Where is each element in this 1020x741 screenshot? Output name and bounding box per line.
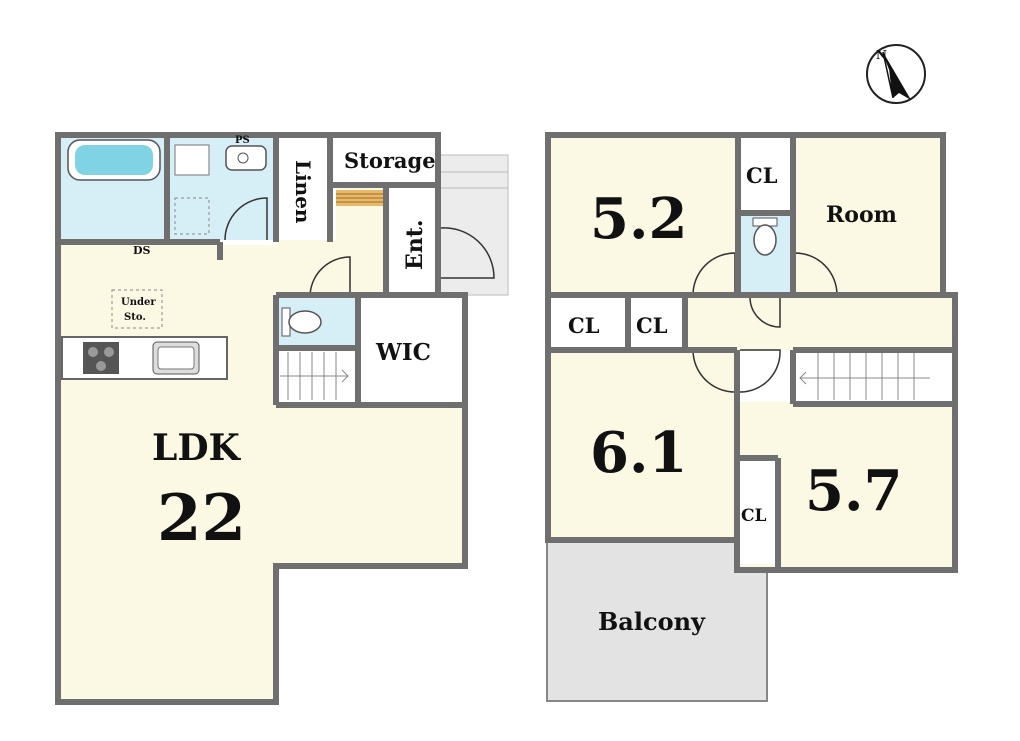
ds-label: DS xyxy=(133,244,151,257)
room-52-label: 5.2 xyxy=(590,186,687,252)
closet-left-label: CL xyxy=(568,313,600,338)
washer-space xyxy=(174,144,210,176)
room-right-floor xyxy=(793,135,943,295)
room-57-label: 5.7 xyxy=(805,458,902,524)
room-61-label: 6.1 xyxy=(590,420,687,486)
wic-label: WIC xyxy=(375,339,431,366)
second-floor: 5.2 CL Room CL CL 6.1 5.7 CL Balcony xyxy=(545,132,958,702)
stove-icon xyxy=(83,342,119,374)
kitchen-counter xyxy=(61,336,228,380)
linen-label: Linen xyxy=(291,160,315,224)
ldk-size-label: 22 xyxy=(157,481,246,556)
walls-second-floor xyxy=(545,132,958,573)
walls-first-floor xyxy=(55,132,468,705)
step-icon xyxy=(336,190,384,206)
closet-top-label: CL xyxy=(746,163,778,188)
first-floor: PS DS Linen Storage Ent. WIC Under Sto. … xyxy=(55,132,509,705)
ldk-label: LDK xyxy=(152,427,242,469)
compass-icon: N xyxy=(866,44,926,104)
storage-floor xyxy=(333,135,438,185)
entrance-porch xyxy=(439,154,509,296)
room-61-floor xyxy=(548,350,737,540)
storage-label: Storage xyxy=(344,148,436,173)
closet-mid-floor xyxy=(630,297,684,349)
balcony-floor xyxy=(546,540,768,702)
sink-icon xyxy=(225,145,267,171)
entrance-floor xyxy=(388,185,438,293)
door-swing-icon xyxy=(692,252,838,393)
stairs-icon xyxy=(278,350,356,402)
under-storage-box xyxy=(111,289,163,329)
entrance-label: Ent. xyxy=(402,219,428,270)
closet-bottom-floor xyxy=(740,458,776,564)
closet-left-floor xyxy=(548,297,628,349)
door-swing-icon xyxy=(224,197,495,298)
compass-north-label: N xyxy=(876,48,887,62)
toilet-icon xyxy=(281,307,322,337)
room-label: Room xyxy=(826,202,897,228)
wic-floor xyxy=(358,297,463,402)
stairs-icon xyxy=(795,350,953,402)
closet-bottom-label: CL xyxy=(741,506,767,526)
bathtub-icon xyxy=(67,139,161,181)
balcony-label: Balcony xyxy=(598,607,706,636)
ps-label: PS xyxy=(235,135,250,146)
under-storage-label-1: Under xyxy=(121,297,156,308)
kitchen-sink-icon xyxy=(152,341,200,375)
under-storage-label-2: Sto. xyxy=(124,312,146,323)
closet-top-floor xyxy=(740,135,793,211)
room-52-floor xyxy=(548,135,736,295)
linen-floor xyxy=(276,135,328,240)
closet-mid-label: CL xyxy=(636,313,668,338)
toilet-icon xyxy=(752,217,778,256)
hall-floor xyxy=(685,295,955,350)
